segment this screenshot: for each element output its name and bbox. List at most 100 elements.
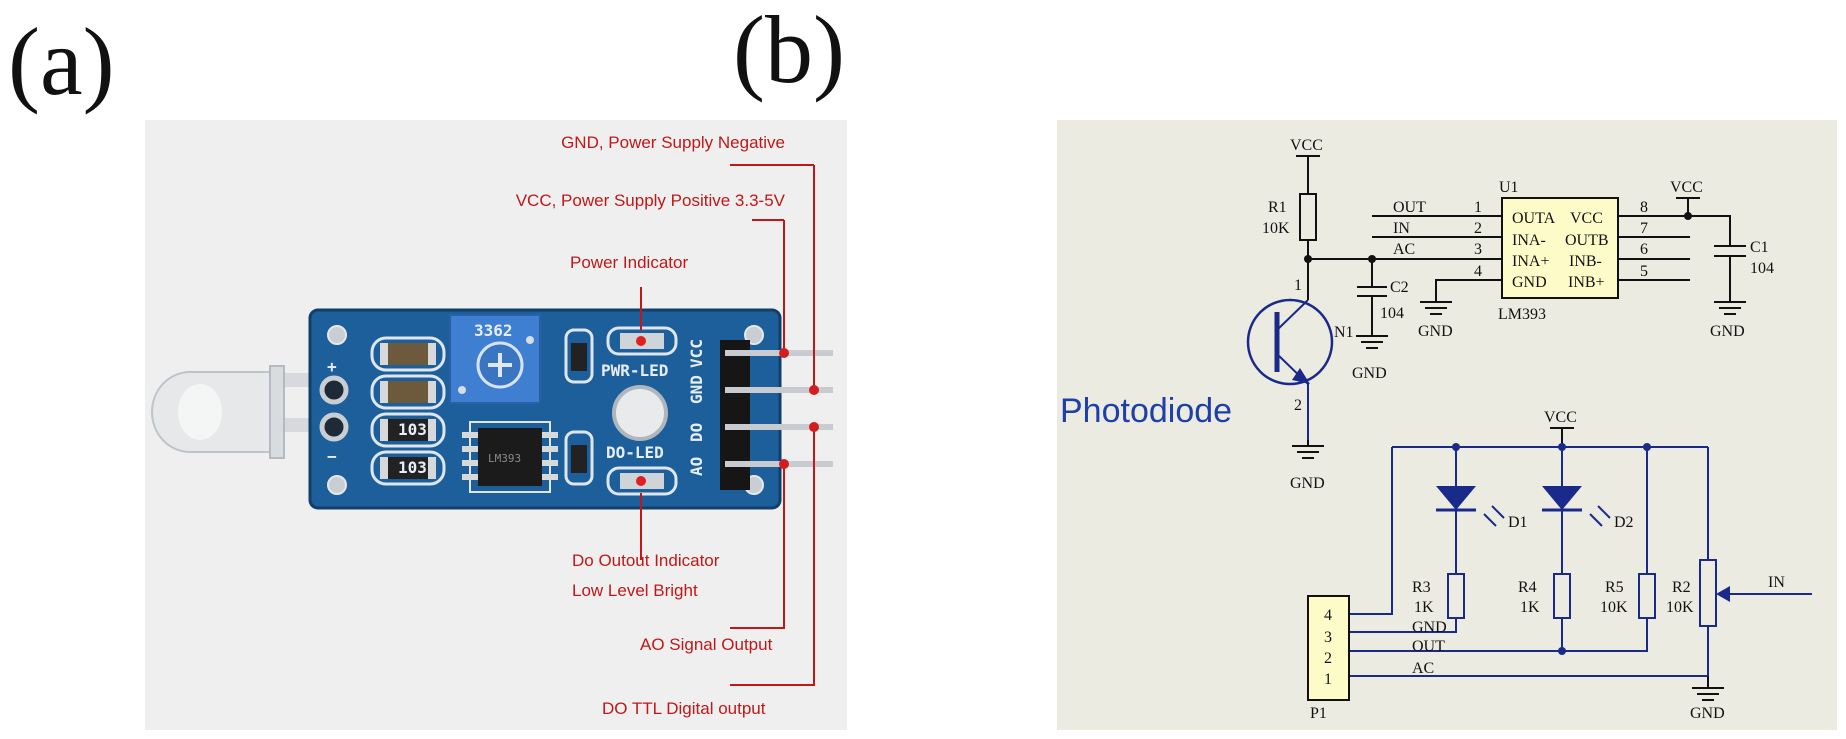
pin-num-4: 4 bbox=[1474, 263, 1482, 280]
ground-icon bbox=[1714, 301, 1746, 315]
callout-dots bbox=[779, 348, 819, 469]
gnd-label: GND bbox=[1290, 475, 1325, 492]
u1-left-wires bbox=[1372, 215, 1502, 281]
ir-led-icon bbox=[151, 365, 320, 459]
pin-label-vcc: VCC bbox=[687, 339, 706, 368]
r1-label: R1 bbox=[1268, 199, 1287, 216]
vcc-label: VCC bbox=[1670, 179, 1703, 196]
pin-num-3: 3 bbox=[1474, 241, 1482, 258]
pin-label-gnd: GND bbox=[687, 375, 706, 404]
p1-connector-icon bbox=[1307, 595, 1350, 701]
plus-mark: + bbox=[327, 357, 337, 376]
u1-label: U1 bbox=[1499, 179, 1519, 196]
u1-pin-left-3: INA+ bbox=[1512, 253, 1549, 270]
d1-label: D1 bbox=[1508, 514, 1528, 531]
center-hole-icon bbox=[612, 385, 668, 441]
p1-pin-4: 4 bbox=[1324, 607, 1332, 624]
u1-pin-left-1: OUTA bbox=[1512, 210, 1556, 227]
r5-value: 10K bbox=[1600, 599, 1628, 616]
pin-label-do: DO bbox=[687, 423, 706, 442]
resistor-code: 103 bbox=[398, 458, 427, 477]
p1-net-ac: AC bbox=[1412, 660, 1434, 677]
pin-num-5: 5 bbox=[1640, 263, 1648, 280]
emitter-arrow-icon bbox=[1292, 368, 1310, 384]
label-ao-output: AO Signal Output bbox=[640, 635, 773, 654]
d2-led-icon bbox=[1542, 486, 1582, 510]
vcc-symbol bbox=[1296, 155, 1320, 194]
led-pad-icon bbox=[319, 375, 349, 405]
p1-pin-2: 2 bbox=[1324, 650, 1332, 667]
wiper-arrow-icon bbox=[1716, 586, 1730, 602]
schematic: VCC R1 10K 1 C2 104 GND N1 2 GND Photodi… bbox=[1057, 120, 1837, 730]
c1-label: C1 bbox=[1750, 239, 1769, 256]
net-in-right: IN bbox=[1768, 574, 1785, 591]
mount-hole-icon bbox=[327, 325, 347, 345]
d1-led-icon bbox=[1436, 486, 1476, 510]
smd-resistor-body bbox=[571, 445, 587, 473]
potentiometer-icon bbox=[449, 314, 541, 404]
minus-mark: − bbox=[327, 447, 337, 466]
c1-value: 104 bbox=[1750, 260, 1774, 277]
p1-pin-1: 1 bbox=[1324, 671, 1332, 688]
lm393-chip-icon bbox=[462, 421, 558, 493]
do-led-dot bbox=[636, 476, 646, 486]
r3-value: 1K bbox=[1414, 599, 1434, 616]
panel-a-label: (a) bbox=[8, 8, 115, 115]
pot-code: 3362 bbox=[474, 321, 513, 340]
vcc-label: VCC bbox=[1544, 409, 1577, 426]
pwr-led-silkscreen: PWR-LED bbox=[601, 361, 668, 380]
r3-label: R3 bbox=[1412, 579, 1431, 596]
transistor-pin-1: 1 bbox=[1294, 277, 1302, 294]
ground-icon bbox=[1420, 301, 1452, 315]
ground-icon bbox=[1356, 335, 1388, 349]
led-pad-icon bbox=[319, 412, 349, 442]
panel-b-label: (b) bbox=[733, 0, 845, 103]
u1-pin-right-6: INB- bbox=[1569, 253, 1602, 270]
u1-pin-right-7: OUTB bbox=[1565, 232, 1609, 249]
c2-value: 104 bbox=[1380, 305, 1404, 322]
p1-net-gnd: GND bbox=[1412, 619, 1447, 636]
net-out: OUT bbox=[1393, 199, 1426, 216]
c2-label: C2 bbox=[1390, 279, 1409, 296]
chip-marking: LM393 bbox=[488, 452, 521, 465]
net-ac: AC bbox=[1393, 241, 1415, 258]
d1-light-icon bbox=[1483, 505, 1505, 527]
label-do-output: DO TTL Digital output bbox=[602, 699, 766, 718]
pwr-led-dot bbox=[636, 336, 646, 346]
mount-hole-icon bbox=[744, 325, 764, 345]
u1-pin-right-8: VCC bbox=[1570, 210, 1603, 227]
d2-light-icon bbox=[1589, 505, 1611, 527]
p1-label: P1 bbox=[1310, 705, 1327, 722]
gnd-label: GND bbox=[1710, 323, 1745, 340]
u1-pin-left-4: GND bbox=[1512, 274, 1547, 291]
pin-num-6: 6 bbox=[1640, 241, 1648, 258]
gnd-label: GND bbox=[1418, 323, 1453, 340]
mount-hole-icon bbox=[327, 475, 347, 495]
p1-pin-3: 3 bbox=[1324, 629, 1332, 646]
pin-num-7: 7 bbox=[1640, 220, 1648, 237]
vcc-label: VCC bbox=[1290, 137, 1323, 154]
callout-lines bbox=[640, 164, 815, 686]
pin-label-ao: AO bbox=[687, 457, 706, 476]
pin-num-8: 8 bbox=[1640, 199, 1648, 216]
gnd-label: GND bbox=[1352, 365, 1387, 382]
u1-pin-right-5: INB+ bbox=[1568, 274, 1605, 291]
r1-value: 10K bbox=[1262, 220, 1290, 237]
r4-label: R4 bbox=[1518, 579, 1537, 596]
u1-pin-left-2: INA- bbox=[1512, 232, 1546, 249]
smd-resistor-icon bbox=[564, 328, 594, 384]
r5-label: R5 bbox=[1605, 579, 1624, 596]
smd-components bbox=[370, 336, 446, 486]
module-photo: + − 103 103 3362 bbox=[145, 120, 847, 730]
phototransistor-icon bbox=[1246, 298, 1334, 386]
smd-resistor-body bbox=[571, 343, 587, 371]
label-do-indicator: Do Outout Indicator bbox=[572, 551, 720, 570]
r4-value: 1K bbox=[1520, 599, 1540, 616]
label-power-indicator: Power Indicator bbox=[570, 253, 688, 272]
r2-value: 10K bbox=[1666, 599, 1694, 616]
u1-right-wires bbox=[1618, 215, 1690, 281]
net-in: IN bbox=[1393, 220, 1410, 237]
u1-chip-icon bbox=[1501, 197, 1619, 299]
pin-num-2: 2 bbox=[1474, 220, 1482, 237]
